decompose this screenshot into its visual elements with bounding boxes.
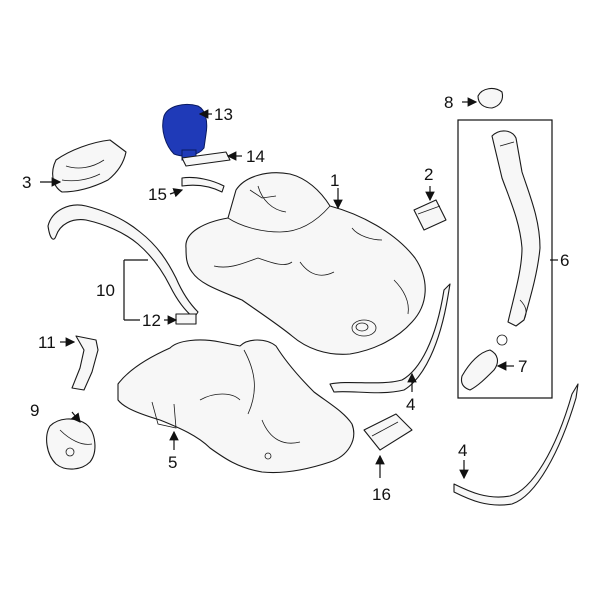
pump-module-part xyxy=(46,418,96,470)
callout-2: 2 xyxy=(424,165,433,184)
heat-shield-part xyxy=(52,139,127,193)
fuel-tank-lower-shield xyxy=(117,339,355,474)
callout-9: 9 xyxy=(30,401,39,420)
fuel-cap-part xyxy=(477,87,504,109)
callout-6: 6 xyxy=(560,251,569,270)
leader-9 xyxy=(71,411,81,423)
callout-5: 5 xyxy=(168,453,177,472)
callout-8: 8 xyxy=(444,93,453,112)
leader-10 xyxy=(123,259,148,321)
hose-part xyxy=(460,334,508,391)
callout-16: 16 xyxy=(372,485,391,504)
tank-strap-lower xyxy=(453,383,579,506)
fuel-pump-highlighted xyxy=(162,103,208,161)
sensor-part xyxy=(71,335,99,391)
callout-3: 3 xyxy=(22,173,31,192)
tank-strap-upper xyxy=(329,283,451,394)
fuel-tank-upper xyxy=(185,172,426,355)
callout-1: 1 xyxy=(330,171,339,190)
callout-7: 7 xyxy=(518,357,527,376)
control-module-part xyxy=(363,413,413,451)
callout-11: 11 xyxy=(38,333,56,352)
bracket-part xyxy=(413,199,447,231)
callout-4b: 4 xyxy=(458,441,467,460)
leader-15 xyxy=(169,188,184,198)
callout-14: 14 xyxy=(246,147,265,166)
fuel-lines-part xyxy=(47,204,199,325)
callout-15: 15 xyxy=(148,185,167,204)
callout-4a: 4 xyxy=(406,395,415,414)
callout-10: 10 xyxy=(96,281,115,300)
callout-13: 13 xyxy=(214,105,233,124)
seal-part xyxy=(181,176,225,193)
filler-neck-box xyxy=(457,119,553,399)
callout-12: 12 xyxy=(142,311,161,330)
